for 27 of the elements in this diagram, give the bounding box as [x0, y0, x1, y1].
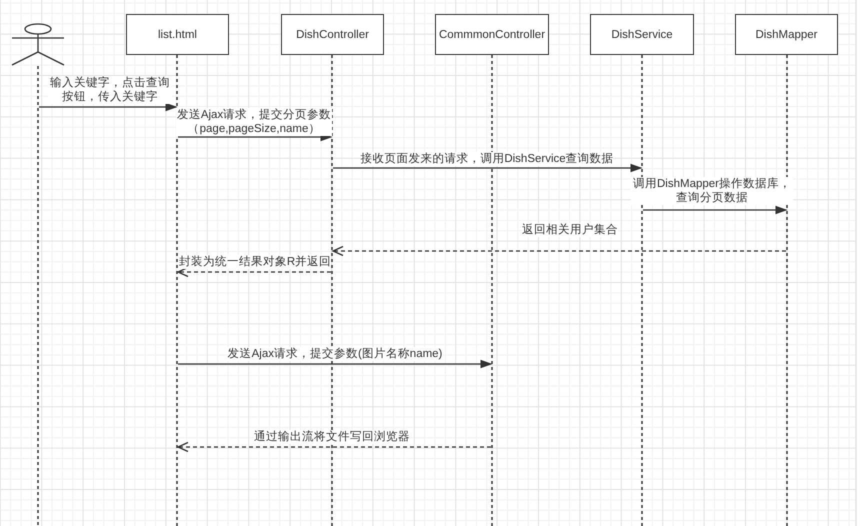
participant-box: list.html: [126, 14, 229, 55]
arrow: [333, 164, 642, 172]
dashed-arrow: [177, 266, 331, 278]
edge-label: 输入关键字，点击查询按钮，传入关键字: [48, 76, 172, 104]
edge-label: 发送Ajax请求，提交参数(图片名称name): [228, 347, 442, 361]
edge-label: 调用DishMapper操作数据库，查询分页数据: [631, 177, 793, 205]
lifeline: [641, 55, 643, 526]
edge-label: 发送Ajax请求，提交分页参数（page,pageSize,name）: [176, 108, 332, 136]
dashed-arrow: [177, 442, 491, 452]
arrow: [39, 103, 176, 111]
stick-figure: [11, 23, 65, 66]
participant-box: DishMapper: [735, 14, 838, 55]
edge-label: 通过输出流将文件写回浏览器: [254, 430, 410, 444]
edge-label: 封装为统一结果对象R并返回: [178, 255, 332, 269]
lifeline: [37, 66, 39, 526]
participant-box: DishService: [590, 14, 694, 55]
lifeline: [786, 55, 788, 526]
edge-label: 返回相关用户集合: [522, 223, 618, 237]
arrow: [643, 206, 786, 214]
lifeline: [176, 55, 178, 526]
participant-box: CommmonController: [435, 14, 549, 55]
participant-box: DishController: [281, 14, 384, 55]
lifeline: [491, 55, 493, 526]
edge-label: 接收页面发来的请求，调用DishService查询数据: [360, 152, 614, 166]
lifeline: [331, 55, 333, 526]
dashed-arrow: [332, 246, 786, 256]
arrow: [178, 360, 492, 368]
